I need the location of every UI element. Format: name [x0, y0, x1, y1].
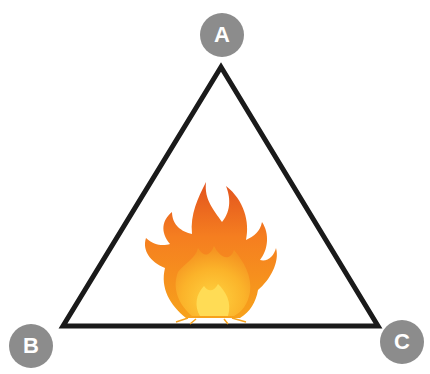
triangle-outline	[63, 67, 378, 326]
vertex-circle: C	[380, 320, 424, 364]
vertex-letter: B	[23, 335, 39, 357]
vertex-letter: A	[214, 24, 230, 46]
vertex-circle: B	[9, 324, 53, 368]
vertex-letter: C	[394, 331, 410, 353]
vertex-circle: A	[200, 13, 244, 57]
flame	[145, 182, 277, 324]
